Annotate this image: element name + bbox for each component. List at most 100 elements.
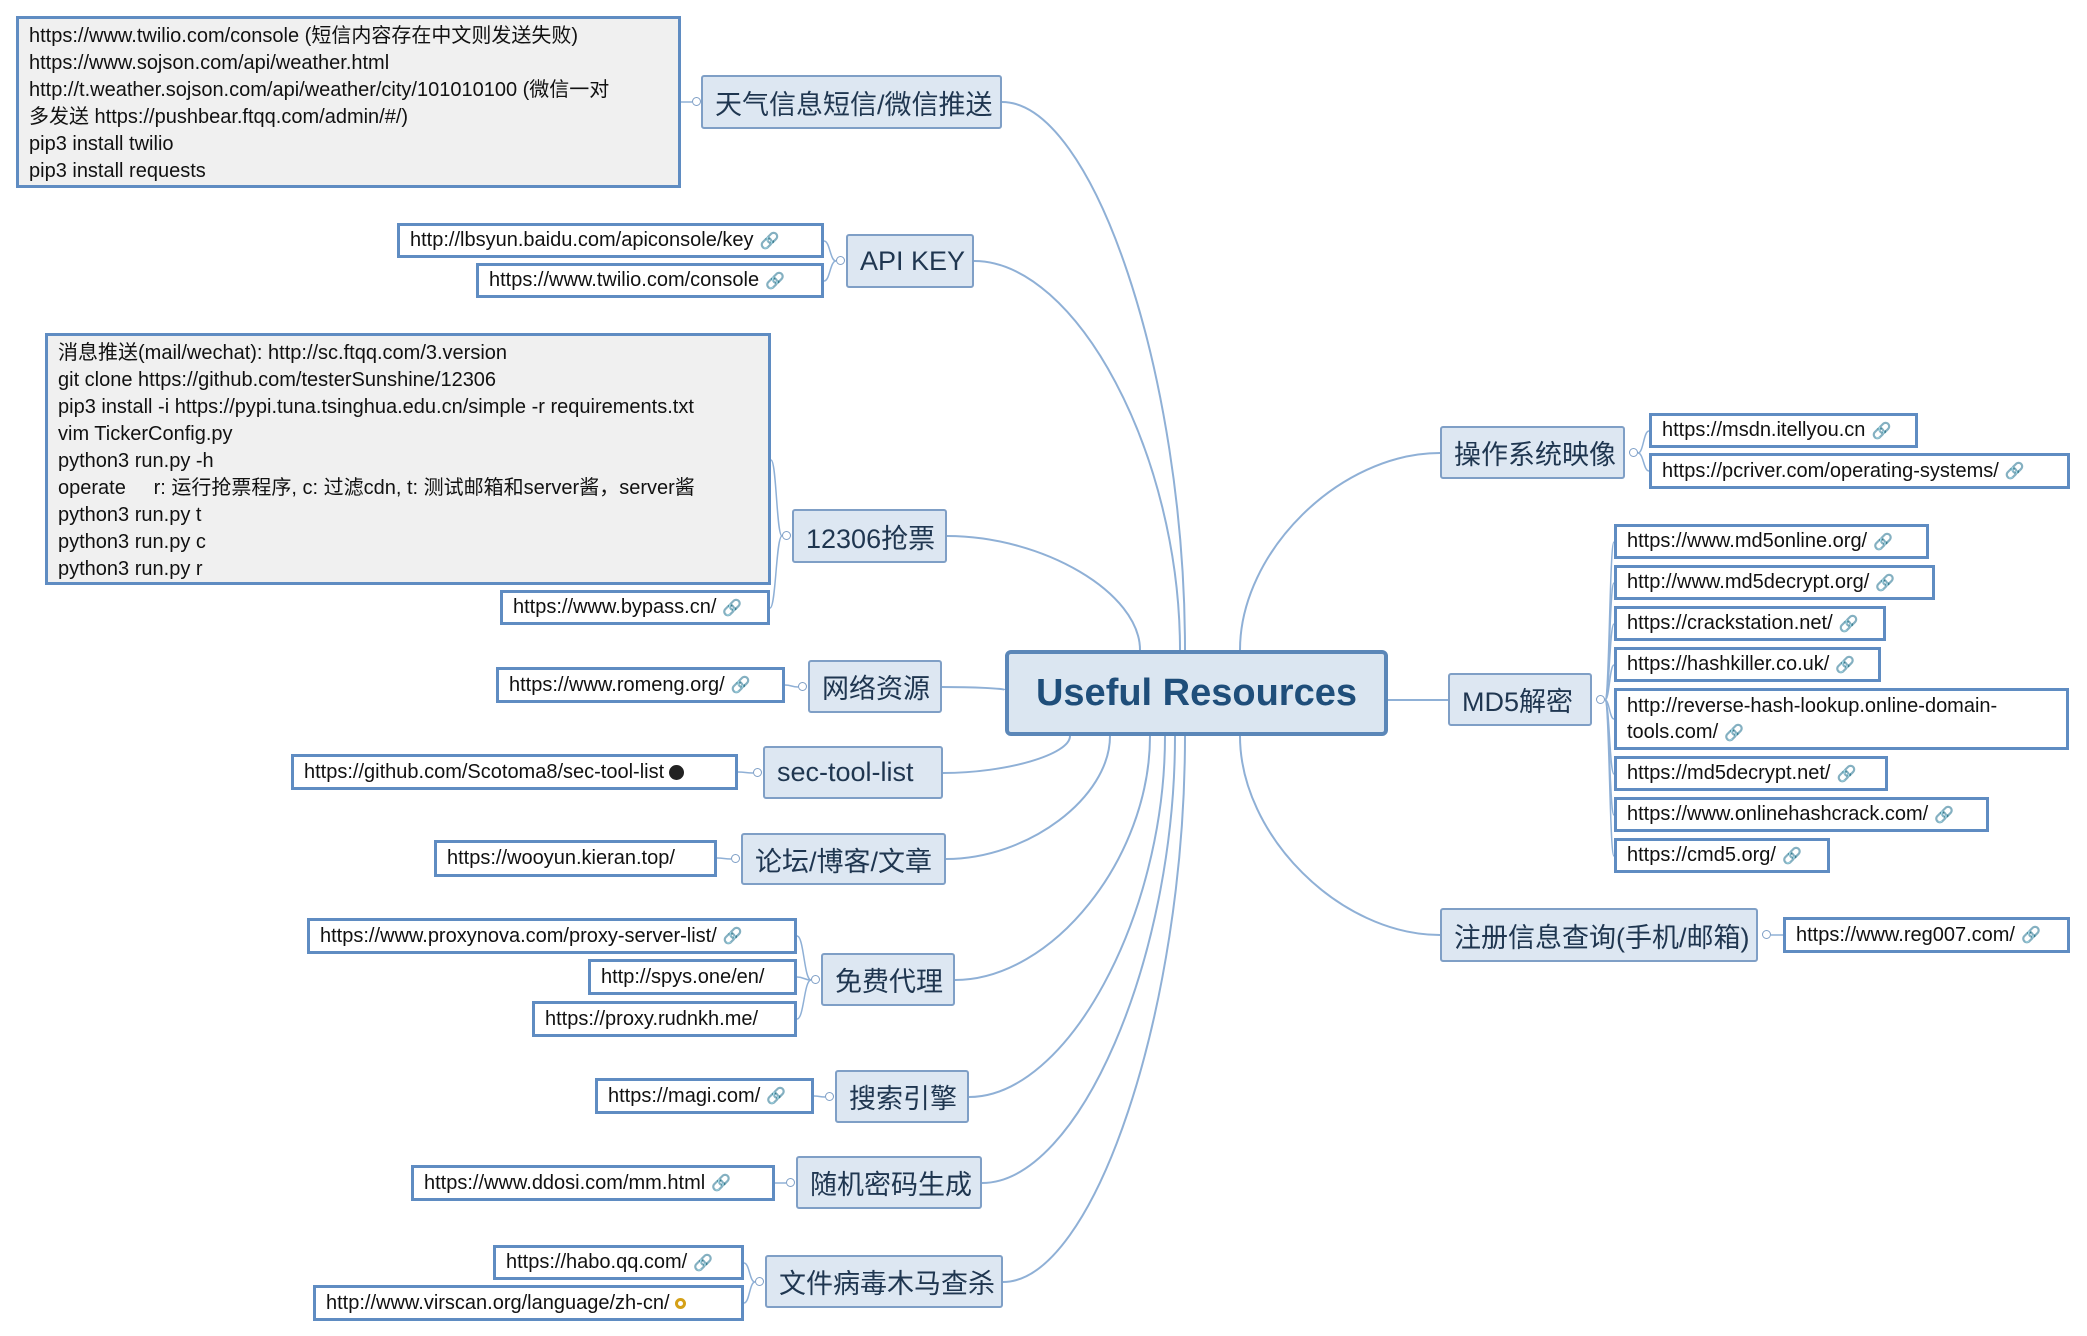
- collapse-toggle[interactable]: [811, 975, 820, 984]
- branch-line: [1002, 735, 1186, 1283]
- branch-line: [954, 735, 1151, 981]
- link-proxy-rudnkh[interactable]: https://proxy.rudnkh.me/: [532, 1001, 797, 1037]
- note-12306-ticket[interactable]: 消息推送(mail/wechat): http://sc.ftqq.com/3.…: [45, 333, 771, 585]
- topic-forum-blog-article[interactable]: 论坛/博客/文章: [741, 833, 946, 885]
- topic-search-engine[interactable]: 搜索引擎: [835, 1070, 969, 1123]
- topic-network-resources[interactable]: 网络资源: [808, 660, 942, 713]
- link-magi[interactable]: https://magi.com/🔗: [595, 1078, 814, 1114]
- topic-api-key[interactable]: API KEY: [846, 234, 974, 288]
- note-line: http://t.weather.sojson.com/api/weather/…: [29, 79, 610, 101]
- link-pcriver-os[interactable]: https://pcriver.com/operating-systems/🔗: [1649, 453, 2070, 489]
- link-icon[interactable]: 🔗: [759, 232, 780, 250]
- link-text: https://www.bypass.cn/: [513, 596, 717, 618]
- link-cmd5[interactable]: https://cmd5.org/🔗: [1614, 838, 1830, 873]
- collapse-toggle[interactable]: [755, 1277, 764, 1286]
- link-icon[interactable]: 🔗: [693, 1254, 714, 1272]
- link-icon[interactable]: 🔗: [2004, 463, 2025, 480]
- link-icon[interactable]: 🔗: [711, 1175, 732, 1192]
- link-wooyun-kieran[interactable]: https://wooyun.kieran.top/: [434, 840, 717, 877]
- topic-sec-tool-list[interactable]: sec-tool-list: [763, 746, 943, 799]
- link-text: https://wooyun.kieran.top/: [447, 847, 675, 869]
- link-text: https://www.twilio.com/console: [489, 269, 760, 291]
- link-reverse-hash-lookup[interactable]: http://reverse-hash-lookup.online-domain…: [1614, 688, 2069, 750]
- magnifier-icon[interactable]: [674, 1297, 686, 1309]
- link-crackstation[interactable]: https://crackstation.net/ 🔗: [1614, 606, 1886, 641]
- link-text: https://www.ddosi.com/mm.html: [424, 1171, 706, 1194]
- topic-registration-lookup[interactable]: 注册信息查询(手机/邮箱): [1440, 908, 1758, 962]
- link-icon[interactable]: 🔗: [722, 599, 743, 617]
- collapse-toggle[interactable]: [731, 854, 740, 863]
- link-icon[interactable]: 🔗: [1838, 615, 1859, 633]
- link-lbsyun-baidu[interactable]: http://lbsyun.baidu.com/apiconsole/key🔗: [397, 223, 824, 258]
- link-text: http://reverse-hash-lookup.online-domain…: [1627, 695, 1998, 743]
- link-habo-qq[interactable]: https://habo.qq.com/🔗: [493, 1245, 744, 1280]
- link-icon[interactable]: 🔗: [730, 677, 751, 694]
- branch-line: [1637, 430, 1650, 454]
- branch-line: [796, 979, 812, 1020]
- link-icon[interactable]: 🔗: [1724, 725, 1745, 742]
- link-icon[interactable]: 🔗: [1836, 765, 1857, 783]
- note-line: 多发送 https://pushbear.ftqq.com/admin/#/): [29, 106, 409, 128]
- branch-line: [1001, 101, 1186, 651]
- note-line: operate r: 运行抢票程序, c: 过滤cdn, t: 测试邮箱和ser…: [58, 477, 695, 499]
- link-text: https://crackstation.net/: [1627, 612, 1833, 634]
- collapse-toggle[interactable]: [798, 682, 807, 691]
- link-md5decrypt-net[interactable]: https://md5decrypt.net/🔗: [1614, 756, 1888, 791]
- link-md5online[interactable]: https://www.md5online.org/🔗: [1614, 524, 1929, 559]
- link-icon[interactable]: 🔗: [765, 272, 786, 290]
- link-icon[interactable]: 🔗: [766, 1088, 787, 1105]
- topic-md5-decrypt[interactable]: MD5解密: [1448, 673, 1592, 726]
- link-bypass[interactable]: https://www.bypass.cn/ 🔗: [500, 590, 770, 625]
- topic-os-images[interactable]: 操作系统映像: [1440, 426, 1625, 479]
- link-icon[interactable]: 🔗: [1871, 422, 1892, 440]
- link-icon[interactable]: 🔗: [1875, 574, 1896, 592]
- link-reg007[interactable]: https://www.reg007.com/ 🔗: [1783, 917, 2070, 953]
- collapse-toggle[interactable]: [1629, 448, 1638, 457]
- link-virscan[interactable]: http://www.virscan.org/language/zh-cn/: [313, 1285, 744, 1321]
- link-md5decrypt-org[interactable]: http://www.md5decrypt.org/🔗: [1614, 565, 1935, 600]
- root-topic[interactable]: Useful Resources: [1005, 650, 1388, 736]
- collapse-toggle[interactable]: [1762, 930, 1771, 939]
- link-msdn-itellyou[interactable]: https://msdn.itellyou.cn🔗: [1649, 413, 1918, 448]
- collapse-toggle[interactable]: [836, 256, 845, 265]
- branch-line: [968, 735, 1166, 1098]
- note-line: python3 run.py -h: [58, 450, 214, 472]
- collapse-toggle[interactable]: [786, 1178, 795, 1187]
- note-line: https://www.twilio.com/console (短信内容存在中文…: [29, 25, 578, 47]
- link-twilio-console[interactable]: https://www.twilio.com/console 🔗: [476, 263, 824, 298]
- branch-line: [716, 857, 732, 860]
- topic-random-password[interactable]: 随机密码生成: [796, 1156, 982, 1209]
- link-icon[interactable]: 🔗: [1934, 806, 1955, 824]
- note-weather-push[interactable]: https://www.twilio.com/console (短信内容存在中文…: [16, 16, 681, 188]
- collapse-toggle[interactable]: [1596, 695, 1605, 704]
- link-icon[interactable]: 🔗: [1835, 656, 1856, 674]
- link-text: https://www.reg007.com/: [1796, 923, 2015, 946]
- collapse-toggle[interactable]: [692, 97, 701, 106]
- link-hashkiller[interactable]: https://hashkiller.co.uk/🔗: [1614, 647, 1881, 682]
- github-icon[interactable]: [669, 764, 685, 780]
- link-proxynova[interactable]: https://www.proxynova.com/proxy-server-l…: [307, 918, 797, 954]
- note-line: pip3 install twilio: [29, 133, 174, 155]
- collapse-toggle[interactable]: [782, 531, 791, 540]
- link-icon[interactable]: 🔗: [2020, 927, 2041, 944]
- topic-free-proxy[interactable]: 免费代理: [821, 953, 955, 1006]
- link-ddosi-mm[interactable]: https://www.ddosi.com/mm.html 🔗: [411, 1165, 775, 1201]
- collapse-toggle[interactable]: [825, 1092, 834, 1101]
- link-text: https://github.com/Scotoma8/sec-tool-lis…: [304, 760, 665, 783]
- note-line: python3 run.py t: [58, 504, 202, 526]
- link-romeng[interactable]: https://www.romeng.org/🔗: [496, 667, 785, 703]
- link-onlinehashcrack[interactable]: https://www.onlinehashcrack.com/ 🔗: [1614, 797, 1989, 832]
- topic-virus-scan[interactable]: 文件病毒木马查杀: [765, 1255, 1003, 1308]
- branch-line: [941, 686, 1006, 691]
- collapse-toggle[interactable]: [753, 768, 762, 777]
- link-icon[interactable]: 🔗: [1873, 533, 1894, 551]
- topic-12306-ticket[interactable]: 12306抢票: [792, 509, 947, 563]
- link-spys-one[interactable]: http://spys.one/en/: [588, 959, 797, 995]
- link-icon[interactable]: 🔗: [722, 928, 743, 945]
- link-github-sec-tool-list[interactable]: https://github.com/Scotoma8/sec-tool-lis…: [291, 754, 738, 790]
- link-text: https://www.onlinehashcrack.com/: [1627, 803, 1929, 825]
- topic-weather-push[interactable]: 天气信息短信/微信推送: [701, 75, 1002, 129]
- link-icon[interactable]: 🔗: [1781, 847, 1802, 865]
